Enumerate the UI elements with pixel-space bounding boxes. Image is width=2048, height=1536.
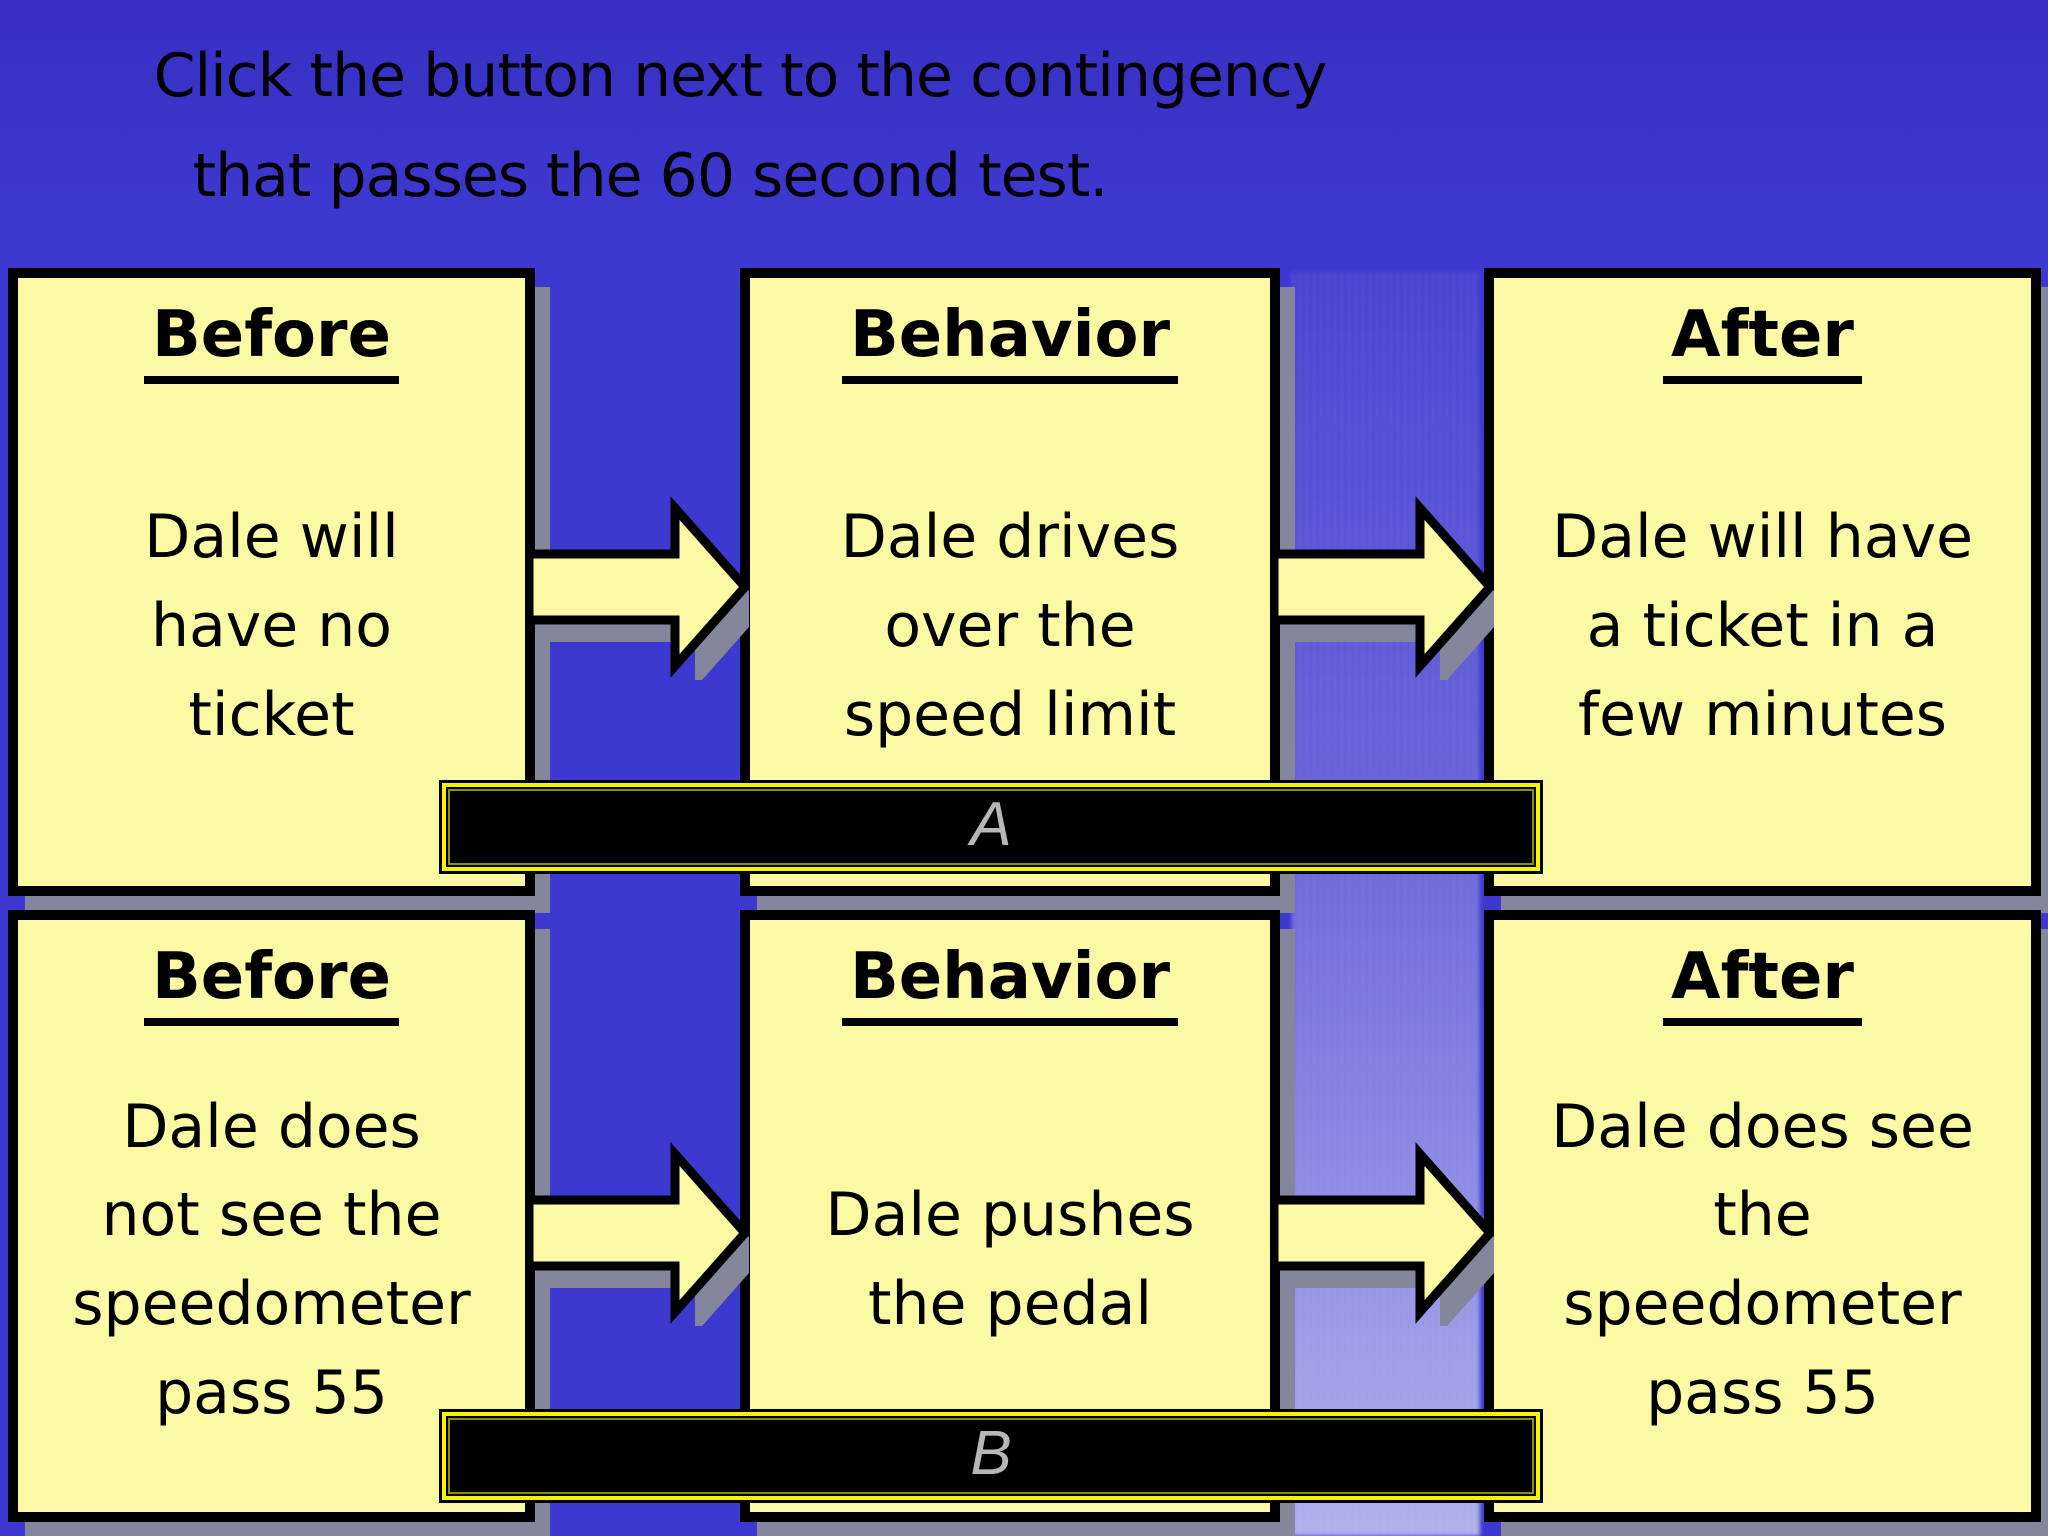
box-heading: After [1663, 300, 1862, 385]
box-body: Dale does see the speedometer pass 55 [1551, 1091, 1974, 1428]
arrow-right-icon [1272, 496, 1494, 680]
after-box-a: After Dale will have a ticket in a few m… [1484, 268, 2041, 896]
box-heading: Before [144, 300, 399, 385]
arrow-right-icon [527, 496, 749, 680]
arrow-right-icon [1272, 1142, 1494, 1326]
arrow-right-icon [527, 1142, 749, 1326]
choice-b-label: B [970, 1419, 1012, 1488]
before-box-a: Before Dale will have no ticket [8, 268, 535, 896]
box-heading: Before [144, 942, 399, 1027]
box-heading: Behavior [841, 300, 1179, 385]
background-gradient-band [1292, 272, 1480, 1536]
choice-a-button[interactable]: A [442, 783, 1540, 871]
slide-title: Click the button next to the contingency… [0, 26, 2048, 226]
choice-b-button[interactable]: B [442, 1412, 1540, 1500]
title-line-2: that passes the 60 second test. [192, 141, 1109, 211]
box-body: Dale will have a ticket in a few minutes [1552, 502, 1973, 750]
box-body: Dale pushes the pedal [825, 1180, 1195, 1340]
title-line-1: Click the button next to the contingency [153, 41, 1328, 111]
box-body: Dale drives over the speed limit [840, 502, 1180, 750]
box-heading: Behavior [841, 942, 1179, 1027]
box-body: Dale will have no ticket [144, 502, 399, 750]
choice-a-label: A [970, 790, 1012, 859]
after-box-b: After Dale does see the speedometer pass… [1484, 910, 2041, 1522]
box-heading: After [1663, 942, 1862, 1027]
box-body: Dale does not see the speedometer pass 5… [72, 1091, 471, 1428]
